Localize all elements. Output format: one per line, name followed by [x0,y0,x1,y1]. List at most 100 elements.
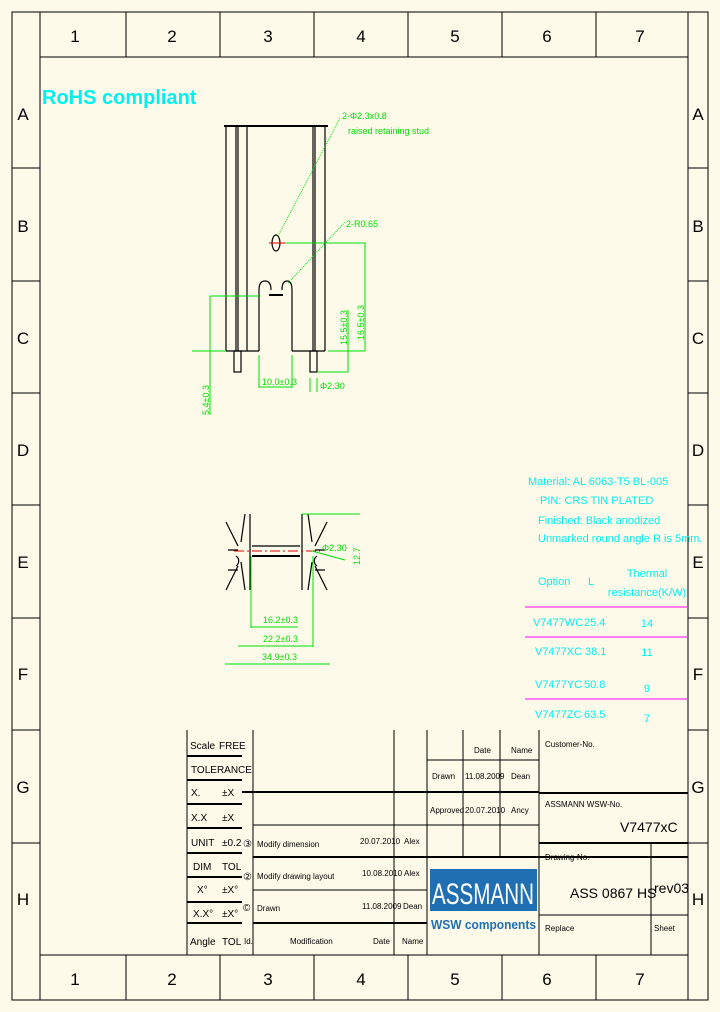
col-label: 2 [167,27,176,46]
revision-row: ③ Modify dimension 20.07.2010 Alex [243,837,420,850]
xx-label: X.X [191,813,207,824]
approved-label: Approved [430,806,464,815]
dim-tol: TOL [222,862,242,873]
xx-tol: ±X [222,813,234,824]
drawn-name: Dean [511,772,530,781]
col-label: 3 [263,970,272,989]
thermal-cell: 11 [641,647,652,659]
pin-note: PIN: CRS TIN PLATED [540,495,653,507]
dim-outer: 34.9±0.3 [262,652,297,662]
col-label: 4 [356,970,365,989]
dim-hole: 15.5±0.3 [339,310,349,345]
col-label: 2 [167,970,176,989]
option-cell: V7477ZC [535,709,582,721]
row-labels: A B C D E F G H A B C D E F G H [16,105,704,909]
revision-row: ② Modify drawing layout 10.08.2010 Alex [243,869,420,883]
rev-date: 10.08.2010 [362,869,403,878]
heatsink-side-view: 2-Φ2.3x0.8 raised retaining stud 2-R0.65… [192,111,429,415]
assmann-logo: ASSMANN WSW components [430,869,537,932]
dim-pin-length: 5.4±0.3 [201,385,211,415]
unit-label: UNIT [191,838,214,849]
dim-depth: 12.7 [352,547,362,565]
header-l: L [588,576,594,588]
l-cell: 63.5 [584,709,605,721]
l-cell: 25.4 [584,617,605,629]
table-row: V7477YC 50.8 9 [535,679,650,695]
option-cell: V7477YC [535,679,582,691]
title-block: Scale FREE TOLERANCE X. ±X X.X ±X UNIT ±… [186,730,689,955]
option-cell: V7477WC [533,617,583,629]
dim-label: DIM [193,862,211,873]
scale-label: Scale [190,741,215,752]
xdeg-label: X° [197,885,208,896]
table-row: V7477XC 38.1 11 [535,646,653,659]
xxdeg-tol: ±X° [222,909,238,920]
rohs-label: RoHS compliant [42,87,197,109]
dim-height: 16.5±0.3 [356,305,366,340]
col-label: 1 [70,970,79,989]
row-label: C [692,329,704,348]
row-label: D [692,441,704,460]
rev-header-id: Id. [244,937,253,946]
row-label: B [692,217,703,236]
rev-id: ③ [243,839,252,850]
heatsink-top-view: 16.2±0.3 22.2±0.3 34.9±0.3 Φ2.30 12.7 [225,513,362,665]
row-label: E [692,553,703,572]
table-row: V7477WC 25.4 14 [533,617,653,630]
rev-date: 20.07.2010 [360,837,401,846]
col-label: 1 [70,27,79,46]
row-label: F [18,665,28,684]
col-label: 4 [356,27,365,46]
row-label: E [17,553,28,572]
header-thermal-2: resistance(K/W) [608,587,686,599]
row-label: B [17,217,28,236]
col-label: 3 [263,27,272,46]
tolerance-label: TOLERANCE [191,765,252,776]
rev-name: Alex [404,869,420,878]
drawing-no-label: Drawing-No. [545,853,589,862]
thermal-cell: 14 [641,618,653,630]
rev-id: © [243,903,251,914]
row-label: G [691,778,704,797]
row-label: A [692,105,704,124]
column-labels: 1 2 3 4 5 6 7 1 2 3 4 5 6 7 [70,27,644,989]
unit-tol: ±0.2 [222,838,242,849]
replace-label: Replace [545,924,575,933]
x-label: X. [191,788,200,799]
dim-mid: 22.2±0.3 [263,634,298,644]
radius-note-spec: Unmarked round angle R is 5mm. [538,533,702,545]
spec-notes: Material: AL 6063-T5 BL-005 PIN: CRS TIN… [528,476,702,545]
row-label: D [17,441,29,460]
rev-header-date: Date [373,937,390,946]
thermal-cell: 9 [644,683,650,695]
col-label: 5 [450,970,459,989]
option-table: Option L Thermal resistance(K/W) V7477WC… [525,568,687,725]
scale-value: FREE [219,741,246,752]
material-note: Material: AL 6063-T5 BL-005 [528,476,668,488]
rev-header-mod: Modification [290,937,333,946]
frame [11,11,709,1001]
option-cell: V7477XC [535,646,582,658]
col-label: 7 [635,27,644,46]
row-label: H [17,890,29,909]
dim-small: Φ2.30 [322,543,347,553]
dim-slot: 10.0±0.3 [262,377,297,387]
col-label: 5 [450,27,459,46]
finish-note: Finished: Black anodized [538,515,660,527]
approved-date: 20.07.2010 [465,806,506,815]
l-cell: 38.1 [585,646,606,658]
col-label: 6 [542,970,551,989]
logo-main: ASSMANN [432,878,534,911]
row-label: A [17,105,29,124]
row-label: G [16,778,29,797]
wsw-no: V7477xC [620,819,678,835]
rev-mod: Drawn [257,904,280,913]
drawn-label: Drawn [432,772,455,781]
radius-note: 2-R0.65 [346,219,378,229]
revision: rev03 [654,880,689,896]
approved-name: Ancy [511,806,529,815]
drawing-no: ASS 0867 HS [570,885,656,901]
thermal-cell: 7 [644,713,650,725]
approval-header-name: Name [511,746,533,755]
table-row: V7477ZC 63.5 7 [535,709,650,725]
